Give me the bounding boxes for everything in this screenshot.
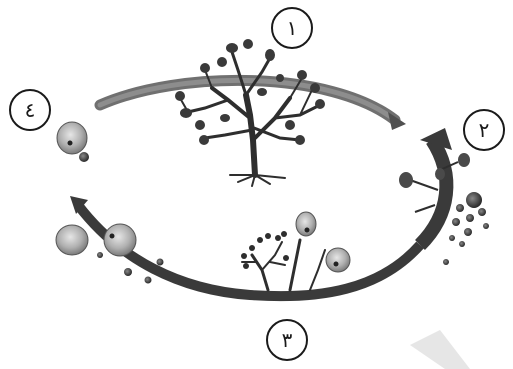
tree-illustration — [175, 39, 325, 186]
stage-marker-1: ١ — [272, 8, 312, 48]
stage-marker-2: ٢ — [464, 110, 504, 150]
background-streak — [410, 330, 470, 369]
stage-marker-4: ٤ — [10, 90, 50, 130]
stage-marker-3: ٣ — [267, 320, 307, 360]
stage-label-1: ١ — [287, 16, 298, 40]
stage-label-3: ٣ — [282, 328, 293, 352]
stage-label-4: ٤ — [25, 98, 36, 122]
left-spores — [56, 122, 164, 284]
stage-label-2: ٢ — [479, 118, 490, 142]
sprout-spores — [296, 212, 350, 272]
sprout-illustration — [241, 231, 325, 290]
